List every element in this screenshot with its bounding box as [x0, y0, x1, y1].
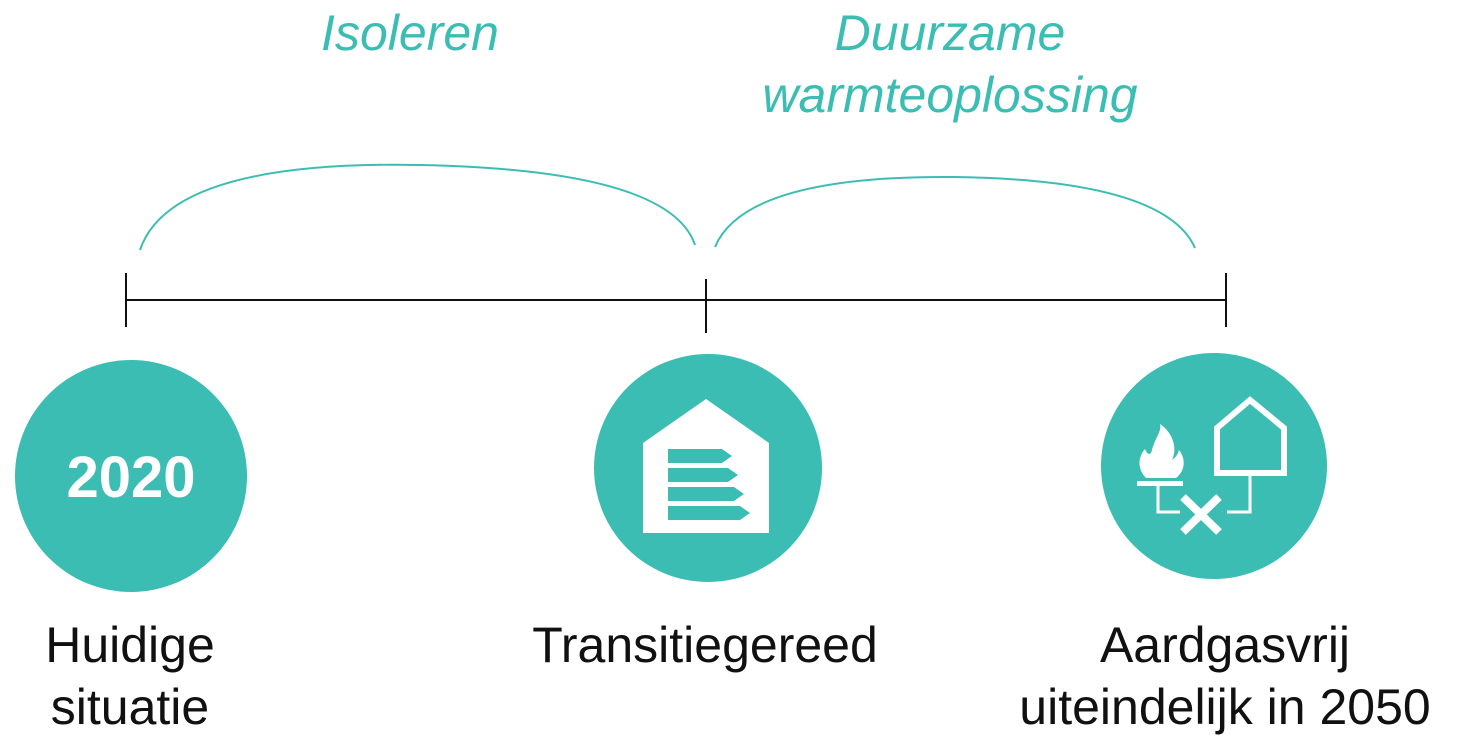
label-aardgasvrij: Aardgasvrij uiteindelijk in 2050 — [990, 614, 1460, 738]
phase-isoleren-text: Isoleren — [321, 5, 499, 61]
flame-icon — [1137, 424, 1184, 486]
no-gas-house-icon — [1156, 396, 1287, 535]
phase-duurzame-line2: warmteoplossing — [762, 67, 1138, 123]
phase-isoleren: Isoleren — [260, 2, 560, 64]
label-transitiegereed: Transitiegereed — [500, 614, 910, 676]
label-huidige-line2: situatie — [50, 679, 210, 735]
label-aardgasvrij-line1: Aardgasvrij — [1099, 617, 1351, 673]
label-huidige-line1: Huidige — [45, 617, 215, 673]
label-huidige-situatie: Huidige situatie — [0, 614, 260, 738]
duurzame-arc — [714, 175, 1196, 249]
phase-duurzame-warmteoplossing: Duurzame warmteoplossing — [700, 2, 1200, 126]
label-aardgasvrij-line2: uiteindelijk in 2050 — [1019, 679, 1431, 735]
year-circle — [15, 360, 247, 592]
isoleren-arc — [139, 163, 696, 251]
phase-duurzame-line1: Duurzame — [834, 5, 1066, 61]
label-transitiegereed-text: Transitiegereed — [532, 617, 878, 673]
year-text: 2020 — [66, 445, 195, 510]
energy-label-house-icon — [643, 399, 769, 533]
